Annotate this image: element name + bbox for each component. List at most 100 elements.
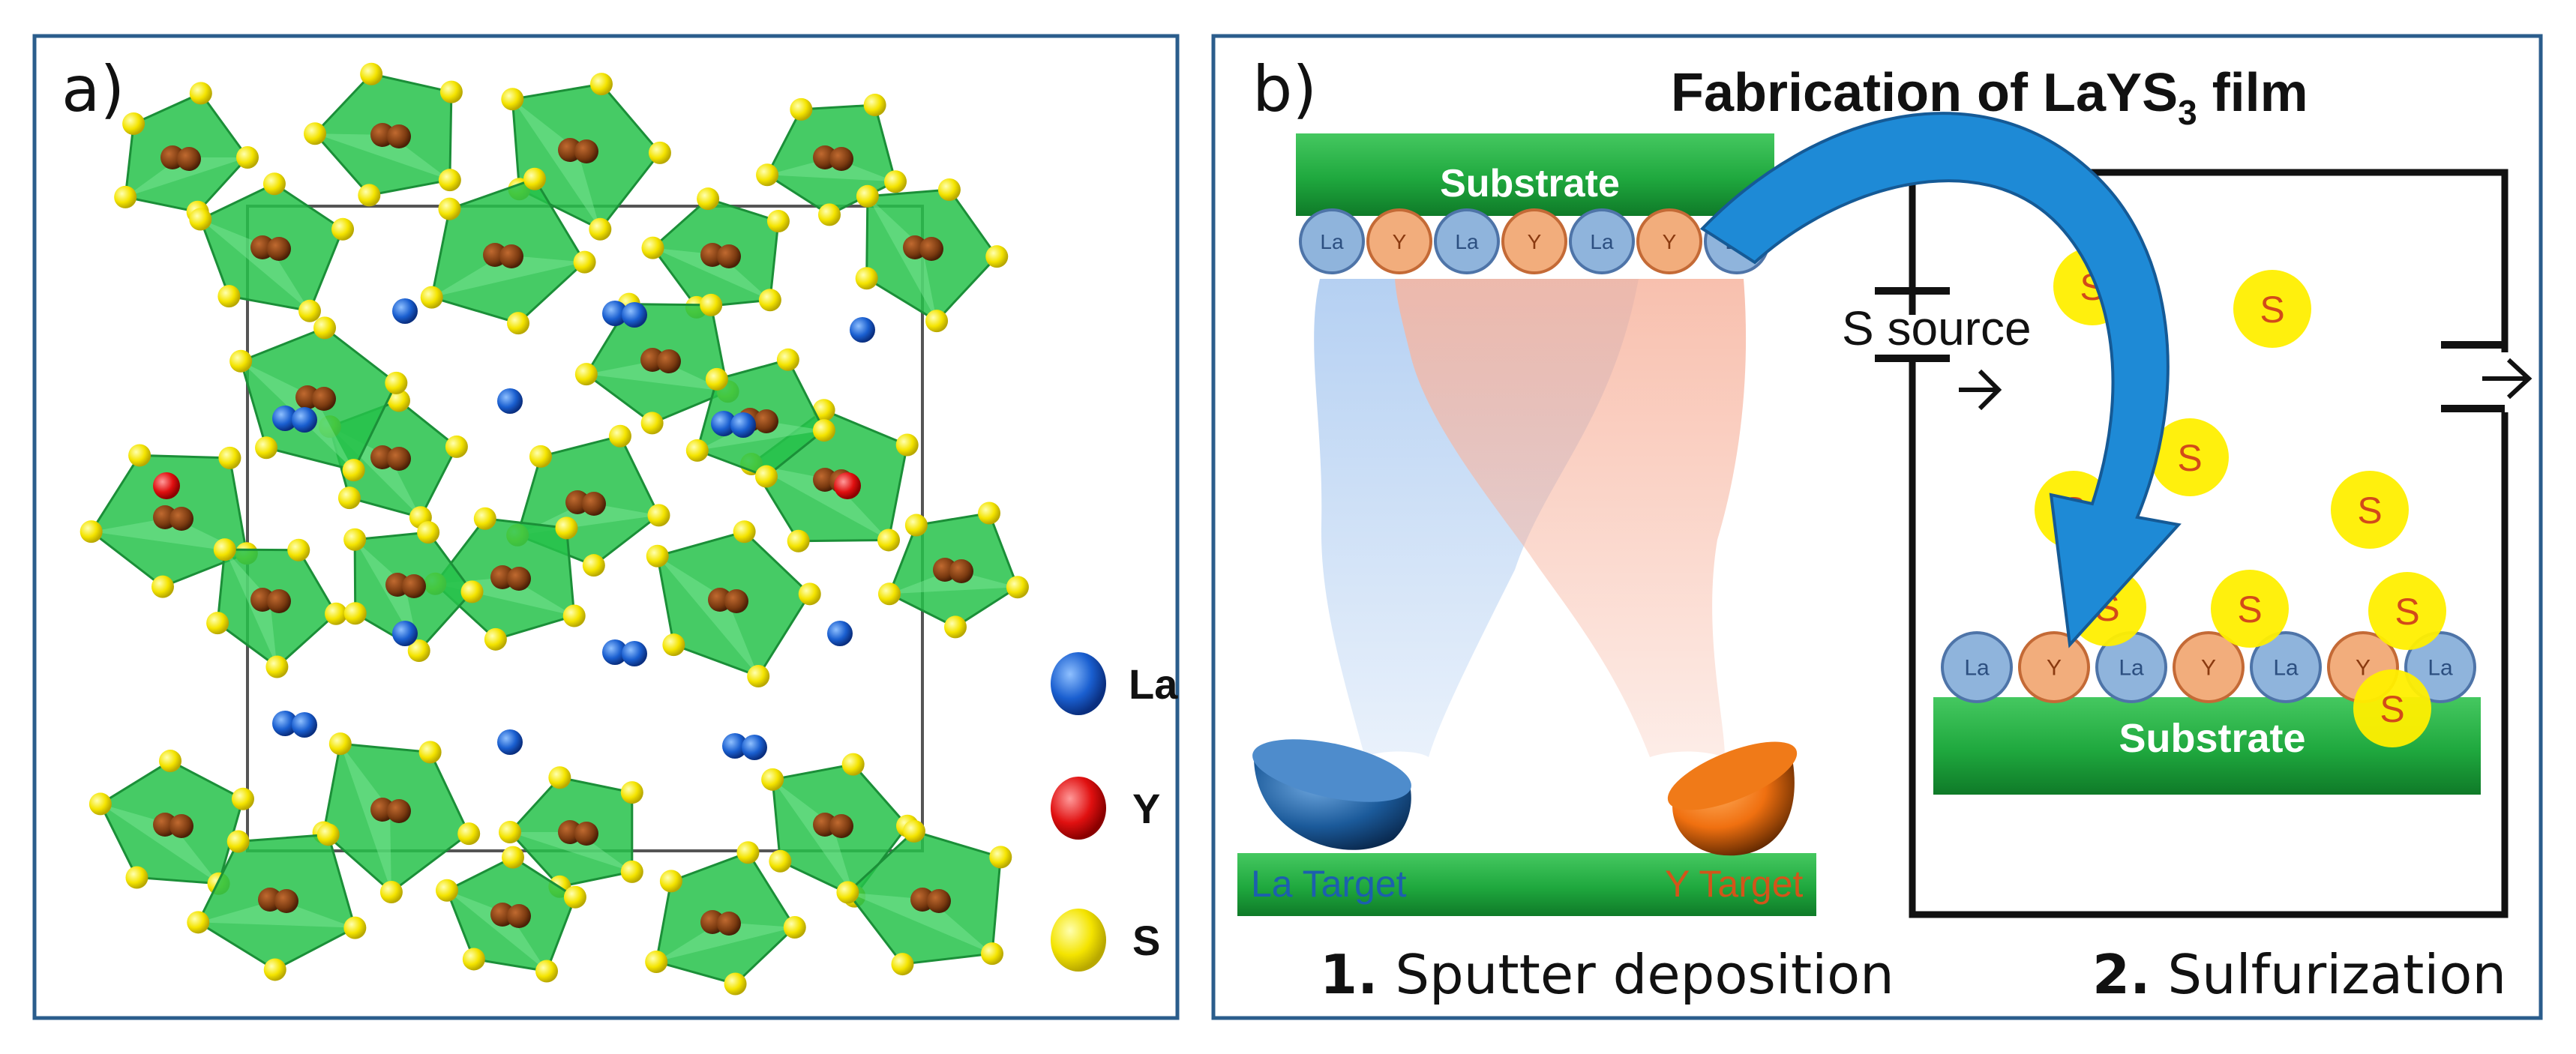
s-atom bbox=[555, 517, 578, 540]
s-atom bbox=[989, 846, 1012, 869]
s-atom bbox=[2211, 570, 2289, 648]
cation-atom bbox=[717, 244, 741, 268]
s-atom bbox=[981, 942, 1004, 966]
top-substrate bbox=[1296, 133, 1774, 216]
panel-a-label: a) bbox=[61, 52, 124, 126]
cation-atom bbox=[507, 567, 531, 591]
la-atom bbox=[850, 317, 875, 343]
s-atom bbox=[884, 170, 907, 193]
cation-atom bbox=[829, 147, 853, 171]
s-atom bbox=[313, 316, 337, 340]
panel-b-label: b) bbox=[1252, 52, 1317, 126]
cation-atom bbox=[274, 889, 298, 913]
s-atom bbox=[2368, 572, 2446, 650]
s-atom bbox=[904, 514, 928, 537]
s-atom bbox=[122, 112, 145, 136]
cation-atom bbox=[574, 139, 598, 163]
s-atom-label: S bbox=[2357, 490, 2382, 531]
s-atom bbox=[944, 615, 967, 639]
cation-atom bbox=[949, 559, 973, 583]
s-atom bbox=[114, 185, 137, 208]
s-atom bbox=[620, 860, 643, 883]
legend-y-label: Y bbox=[1132, 785, 1160, 832]
s-atom bbox=[387, 389, 410, 412]
s-atom bbox=[484, 627, 507, 651]
la-atom bbox=[292, 407, 317, 433]
cation-atom bbox=[582, 492, 606, 516]
cation-atom bbox=[387, 447, 411, 471]
chamber-outline bbox=[1909, 169, 2509, 918]
s-atom bbox=[769, 849, 792, 873]
s-atom-label: S bbox=[2177, 437, 2202, 479]
polyhedron-facet bbox=[125, 157, 247, 197]
s-atom bbox=[502, 846, 525, 869]
y-atom bbox=[2173, 631, 2245, 703]
s-atom bbox=[331, 217, 355, 241]
inlet-arrow bbox=[1959, 369, 2002, 411]
la-atom bbox=[622, 302, 647, 328]
polyhedron-facet bbox=[100, 804, 219, 884]
s-atom bbox=[573, 250, 596, 274]
s-atom bbox=[379, 880, 403, 903]
s-atom bbox=[747, 664, 770, 687]
polyhedron-facet bbox=[751, 464, 889, 540]
s-atom bbox=[877, 528, 901, 552]
s-atom bbox=[1006, 576, 1029, 599]
s-atom bbox=[733, 520, 756, 543]
la-atom-label: La bbox=[1964, 656, 1990, 681]
la-atom bbox=[742, 735, 767, 760]
y-atom bbox=[1501, 208, 1567, 274]
s-atom bbox=[724, 972, 747, 996]
s-atom bbox=[902, 819, 925, 843]
s-atom bbox=[978, 502, 1001, 525]
s-atom bbox=[645, 950, 668, 973]
s-atom bbox=[646, 544, 669, 567]
s-atom-label: S bbox=[2380, 688, 2404, 730]
s-atom bbox=[218, 446, 241, 469]
s-atom bbox=[863, 94, 886, 117]
cation-atom bbox=[267, 237, 291, 261]
polyhedron-facet bbox=[767, 157, 896, 182]
y-atom-label: Y bbox=[2047, 656, 2062, 681]
s-atom bbox=[648, 141, 671, 164]
polyhedron-facet bbox=[512, 99, 601, 229]
s-atom bbox=[790, 97, 813, 121]
s-atom bbox=[662, 633, 685, 657]
s-atom bbox=[343, 528, 367, 551]
s-atom bbox=[589, 73, 613, 96]
y-atom bbox=[2018, 631, 2090, 703]
s-atom bbox=[229, 349, 253, 373]
s-atom bbox=[263, 958, 286, 981]
s-atom bbox=[620, 781, 643, 804]
s-atom bbox=[659, 870, 682, 893]
s-atom bbox=[213, 538, 236, 561]
step1-caption: 1. Sputter deposition bbox=[1320, 943, 1894, 1006]
s-atom bbox=[385, 371, 408, 394]
chamber-gap-left bbox=[1902, 315, 1923, 360]
la-atom bbox=[622, 641, 647, 666]
s-atom bbox=[841, 753, 865, 776]
step2-caption: 2. Sulfurization bbox=[2092, 943, 2506, 1006]
s-atom bbox=[985, 245, 1009, 268]
la-atom-label: La bbox=[2119, 656, 2144, 681]
la-atom bbox=[602, 301, 628, 326]
la-atom bbox=[497, 388, 523, 414]
s-atom bbox=[445, 435, 468, 458]
s-atom bbox=[877, 582, 901, 606]
s-atom bbox=[855, 267, 878, 290]
s-atom bbox=[563, 885, 586, 909]
s-atom bbox=[925, 310, 949, 333]
y-plume bbox=[1395, 279, 1747, 757]
la-atom bbox=[711, 411, 736, 436]
polyhedron-facet bbox=[847, 892, 993, 954]
polyhedron-facet bbox=[889, 570, 1018, 594]
s-atom bbox=[647, 504, 670, 527]
bottom-substrate-label: Substrate bbox=[2119, 716, 2305, 761]
cation-atom bbox=[267, 589, 291, 613]
s-atom bbox=[535, 960, 559, 983]
crystal-structure bbox=[79, 62, 1029, 996]
transfer-arrow bbox=[1699, 112, 2182, 648]
cation-atom bbox=[387, 124, 411, 148]
s-atom bbox=[206, 612, 229, 635]
y-atom-label: Y bbox=[1528, 230, 1542, 253]
